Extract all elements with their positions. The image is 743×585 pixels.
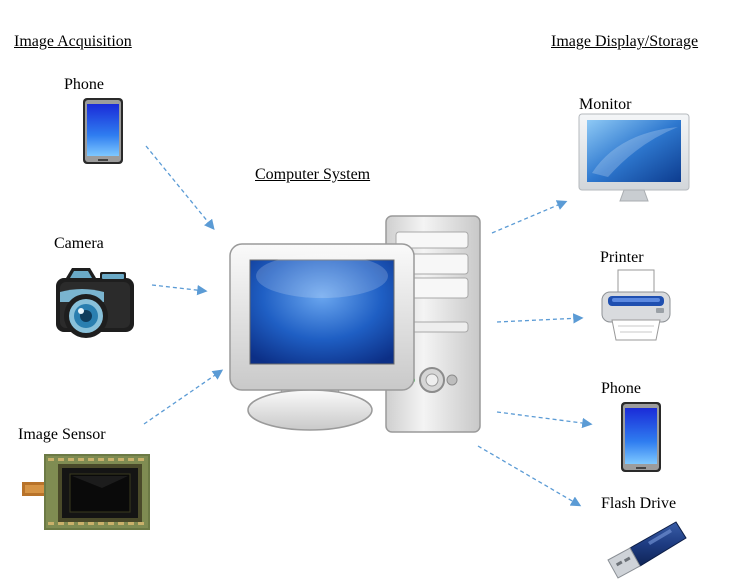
arrow-phone-to-computer [145, 145, 215, 231]
label-input-camera: Camera [54, 235, 104, 252]
flash-drive-icon [607, 521, 687, 579]
heading-computer-system: Computer System [255, 166, 371, 183]
arrow-sensor-to-computer [143, 369, 224, 425]
camera-icon [56, 268, 134, 338]
image-sensor-icon [22, 454, 150, 530]
monitor-icon [578, 113, 690, 202]
computer-icon [229, 215, 481, 433]
arrow-computer-to-monitor [491, 200, 568, 234]
phone-icon [83, 98, 123, 164]
label-output-monitor: Monitor [579, 96, 632, 113]
heading-image-acquisition: Image Acquisition [14, 33, 132, 50]
arrow-camera-to-computer [151, 284, 208, 296]
arrow-computer-to-flash-drive [477, 445, 582, 507]
phone-icon [621, 402, 661, 472]
label-output-flash-drive: Flash Drive [601, 495, 677, 512]
arrow-computer-to-phone [496, 411, 593, 429]
arrow-computer-to-printer [496, 313, 584, 324]
heading-image-display-storage: Image Display/Storage [551, 33, 699, 50]
label-output-printer: Printer [600, 249, 644, 266]
printer-icon [601, 269, 671, 341]
label-input-phone: Phone [64, 76, 104, 93]
label-input-image-sensor: Image Sensor [18, 426, 106, 443]
label-output-phone: Phone [601, 380, 641, 397]
